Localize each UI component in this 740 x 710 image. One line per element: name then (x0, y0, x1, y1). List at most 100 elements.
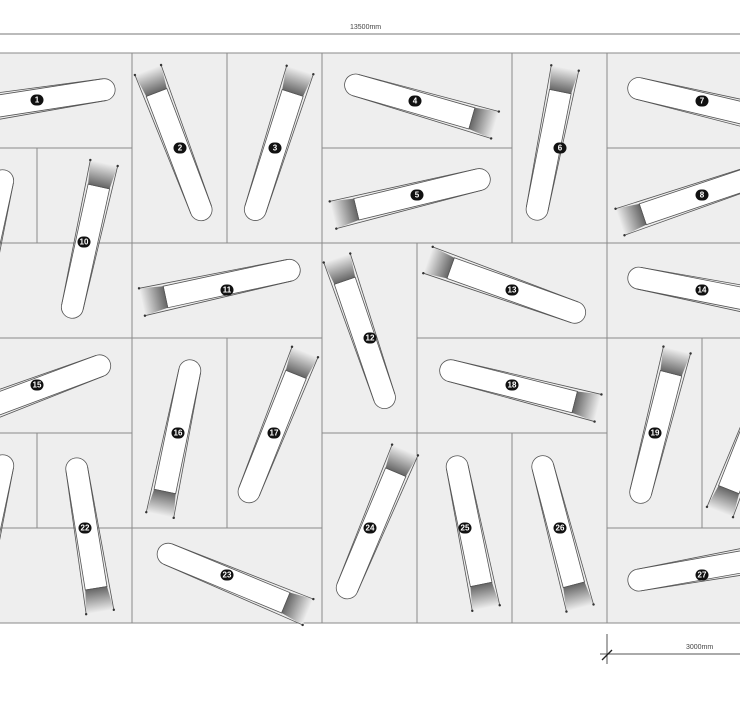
pill-body (0, 454, 15, 600)
pill-edge (423, 272, 572, 324)
pill-number-badge: 23 (220, 569, 234, 581)
pill-end-dot (328, 200, 331, 203)
pill-end-dot (137, 287, 141, 290)
pill-edge (65, 470, 87, 615)
pill-edge (629, 346, 664, 490)
pill-band-edge (88, 183, 110, 190)
pill-band-edge (571, 391, 578, 413)
pill-band-edge (282, 89, 304, 97)
pill-edge (163, 564, 303, 626)
pill-edge (706, 366, 740, 508)
pill-edge (0, 78, 103, 99)
pill-number-badge: 25 (458, 522, 472, 534)
pill-body (60, 183, 111, 319)
pill-edge (329, 168, 477, 202)
pill-shade (85, 586, 114, 615)
pill-shade (423, 246, 455, 279)
pill-end-dot (159, 63, 163, 67)
pill-edge (357, 455, 419, 593)
pill-number-badge: 14 (695, 284, 709, 296)
pill-number-badge: 3 (268, 142, 282, 154)
pill-edge (446, 468, 473, 611)
pill-band-edge (146, 88, 167, 97)
pill-1 (0, 78, 116, 127)
pill-edge (358, 74, 499, 112)
pill-number-badge: 4 (408, 95, 422, 107)
pill-edge (525, 65, 552, 208)
pill-edge (640, 568, 740, 592)
pill-end-dot (497, 110, 501, 113)
pill-8 (614, 160, 740, 237)
pill-edge (615, 160, 740, 210)
pill-edge (323, 262, 375, 402)
pill-band-edge (718, 485, 740, 495)
pill-end-dot (312, 597, 315, 601)
pill-edge (650, 353, 691, 496)
pill-edge (624, 181, 740, 236)
pill-27 (627, 540, 740, 592)
pill-number-badge: 17 (267, 427, 281, 439)
pill-end-dot (422, 271, 425, 275)
pill-end-dot (592, 603, 595, 606)
pill-band-edge (549, 89, 572, 95)
pill-edge (432, 246, 579, 303)
pill-end-dot (112, 608, 116, 611)
pill-shade (660, 346, 691, 376)
dimension-slash (601, 649, 613, 661)
pill-end-dot (431, 245, 434, 249)
pill-number-badge: 18 (505, 379, 519, 391)
pill-band-edge (563, 581, 585, 588)
pill-15 (0, 354, 112, 432)
pill-edge (636, 288, 740, 321)
pill-edge (244, 65, 288, 207)
pill-end-dot (623, 234, 626, 237)
pill-shade (146, 489, 176, 518)
pill-edge (547, 70, 580, 212)
pill-edge (173, 372, 201, 518)
pill-edge (640, 266, 740, 293)
pill-band-edge (660, 370, 682, 377)
pill-band-edge (281, 592, 291, 614)
pill-band-edge (446, 257, 455, 279)
pill-edge (349, 253, 396, 395)
pill-partial (0, 169, 15, 334)
pill-band-edge (385, 467, 407, 477)
pill-number-badge: 16 (171, 427, 185, 439)
pill-edge (531, 469, 567, 612)
pill-end-dot (89, 158, 92, 162)
pill-end-dot (471, 609, 474, 612)
pill-end-dot (731, 515, 735, 519)
pill-shade (706, 485, 740, 518)
pill-number-badge: 5 (410, 189, 424, 201)
pill-end-dot (498, 604, 501, 607)
pill-12 (322, 252, 396, 409)
pill-end-dot (285, 64, 288, 67)
pill-band-edge (353, 198, 360, 221)
pill-end-dot (172, 516, 175, 520)
pill-edge (144, 280, 292, 317)
pill-25 (445, 455, 501, 612)
pill-shade (329, 198, 359, 229)
pill-body (0, 169, 15, 310)
pill-edge (0, 375, 104, 432)
pill-end-dot (145, 510, 148, 514)
pill-shade (549, 65, 579, 94)
pill-edge (636, 98, 740, 137)
pill-number-badge: 13 (505, 284, 519, 296)
pill-14 (627, 266, 740, 321)
pill-shade (281, 592, 314, 625)
pill-26 (531, 455, 595, 613)
pill-end-dot (349, 252, 352, 255)
pill-edge (134, 74, 192, 214)
pill-edge (61, 159, 91, 305)
pill-shade (572, 391, 602, 422)
pill-10 (60, 158, 119, 319)
pill-number-badge: 8 (695, 189, 709, 201)
pill-edge (336, 444, 393, 584)
overall-width-label: 13500mm (350, 24, 382, 31)
pill-end-dot (577, 69, 580, 72)
pill-shade (88, 160, 118, 189)
pill-number-badge: 1 (30, 94, 44, 106)
pill-edge (0, 100, 106, 127)
pill-shade (470, 582, 500, 611)
